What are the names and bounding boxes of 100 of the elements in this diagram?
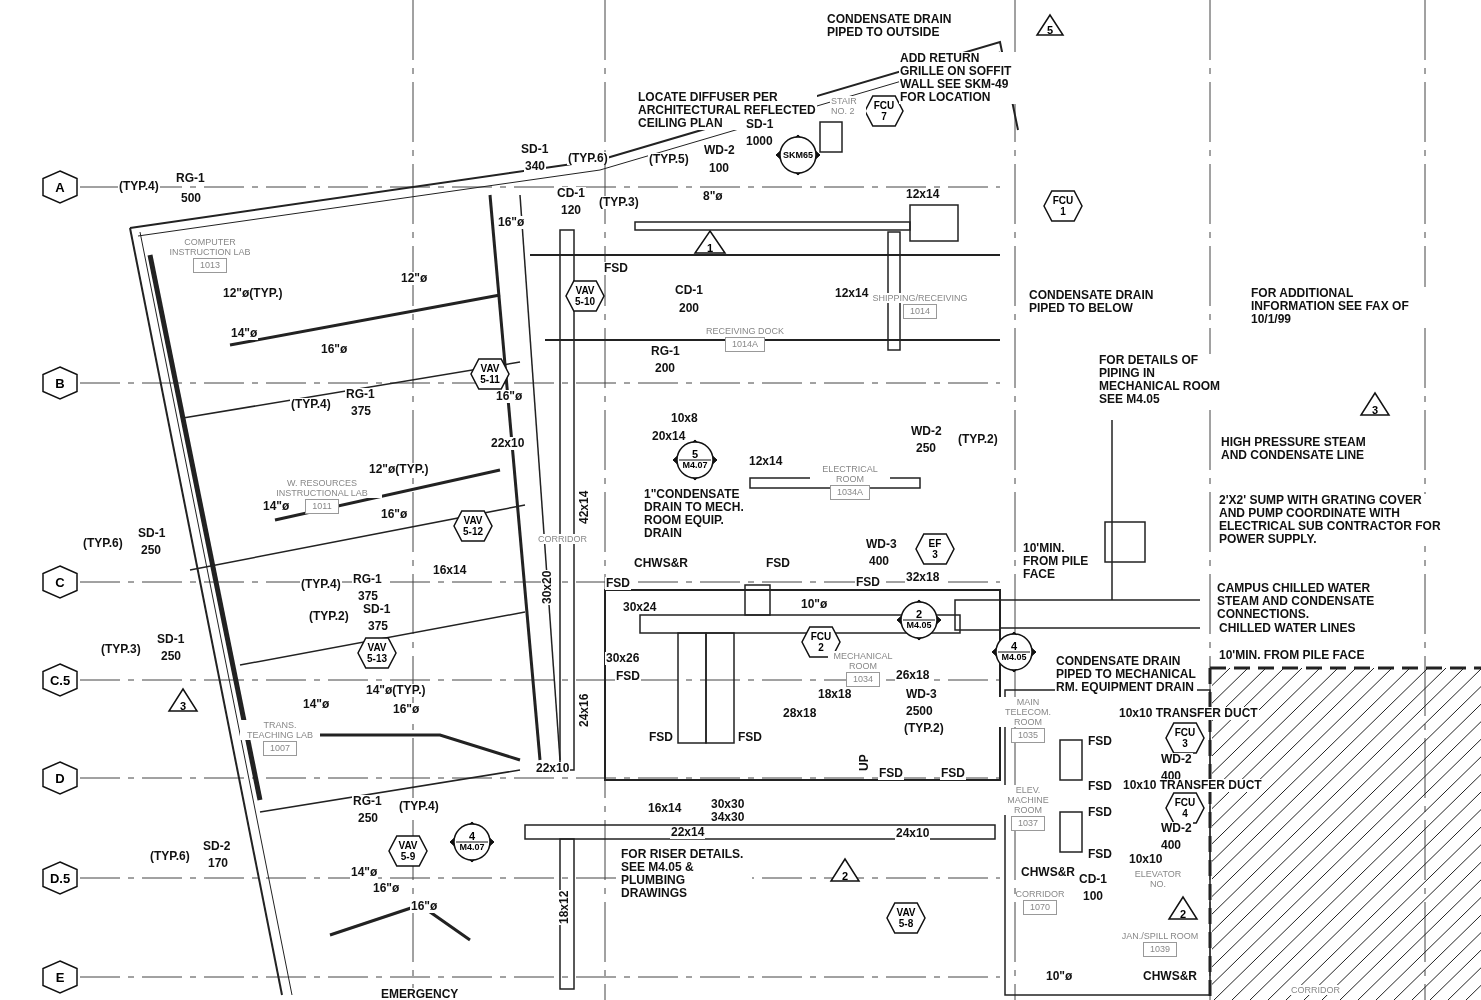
room-number: 1034A xyxy=(830,485,870,500)
tag-text: VAV xyxy=(896,907,916,918)
plan-label: FSD xyxy=(940,767,966,780)
plan-label: 42x14 xyxy=(578,489,591,525)
equipment-tag xyxy=(886,902,926,934)
room-number: 1035 xyxy=(1011,728,1045,743)
plan-label: 8"ø xyxy=(702,190,724,203)
section-text: 2 xyxy=(915,609,923,620)
grid-bubble xyxy=(42,761,78,795)
plan-label: 120 xyxy=(560,204,583,217)
tag-text: 5-9 xyxy=(400,851,416,862)
tag-text: 5-12 xyxy=(463,526,483,537)
tag-text: VAV xyxy=(398,840,418,851)
plan-label: CD-1 xyxy=(556,187,586,200)
plan-label: (TYP.4) xyxy=(118,180,160,193)
plan-label: 24x10 xyxy=(895,827,931,840)
plan-label: 18x12 xyxy=(558,889,571,925)
plan-label: 16"ø xyxy=(372,882,401,895)
tag-text: 5-11 xyxy=(480,374,500,385)
plan-label: SD-1 xyxy=(520,143,550,156)
plan-label: CD-1 xyxy=(1078,873,1108,886)
plan-label: (TYP.4) xyxy=(290,398,332,411)
plan-label: 250 xyxy=(357,812,380,825)
plan-label: SD-1 xyxy=(137,527,167,540)
plan-label: CHWS&R xyxy=(1020,866,1076,879)
plan-label: 14"ø xyxy=(350,866,379,879)
plan-label: 375 xyxy=(367,620,390,633)
plan-label: 250 xyxy=(140,544,163,557)
plan-label: FSD xyxy=(1087,848,1113,861)
plan-label: FSD xyxy=(878,767,904,780)
tag-text: 5-13 xyxy=(367,653,387,664)
tag-text: VAV xyxy=(480,363,500,374)
plan-label: 170 xyxy=(207,857,230,870)
plan-label: 16"ø xyxy=(320,343,349,356)
plan-label: 30x20 xyxy=(541,569,554,605)
room-name: TRANS. TEACHING LAB xyxy=(240,720,320,740)
plan-label: 18x18 xyxy=(817,688,853,701)
plan-label: 16x14 xyxy=(432,564,468,577)
plan-label: CHWS&R xyxy=(633,557,689,570)
plan-label: (TYP.5) xyxy=(648,153,690,166)
revision-triangle xyxy=(1360,392,1390,416)
grid-label: B xyxy=(55,376,65,390)
plan-label: 200 xyxy=(654,362,677,375)
plan-label: 10x10 TRANSFER DUCT xyxy=(1118,707,1259,720)
plan-label: WD-2 xyxy=(1160,822,1193,835)
plan-label: 500 xyxy=(180,192,203,205)
plan-label: 375 xyxy=(357,590,380,603)
tag-text: 3 xyxy=(932,549,938,560)
section-text: M4.07 xyxy=(459,842,485,853)
plan-label: CD-1 xyxy=(674,284,704,297)
plan-label: (TYP.4) xyxy=(300,578,342,591)
plan-label: FSD xyxy=(605,577,631,590)
tag-text: 5-8 xyxy=(898,918,914,929)
grid-bubble xyxy=(42,861,78,895)
plan-label: 10x8 xyxy=(670,412,699,425)
note-text: CONDENSATE DRAIN PIPED TO MECHANICAL RM. EQUIPMENT DRAIN xyxy=(1055,655,1197,694)
tag-text: VAV xyxy=(463,515,483,526)
revision-number: 2 xyxy=(841,871,849,882)
note-text: 1"CONDENSATE DRAIN TO MECH. ROOM EQUIP. DRAIN xyxy=(643,488,745,540)
equipment-tag xyxy=(1043,190,1083,222)
plan-label: 30x26 xyxy=(605,652,641,665)
plan-label: 1000 xyxy=(745,135,774,148)
section-text: 4 xyxy=(468,831,476,842)
section-text: M4.07 xyxy=(682,460,708,471)
plan-label: 14"ø xyxy=(230,327,259,340)
plan-label: EMERGENCY xyxy=(380,988,460,1000)
revision-number: 3 xyxy=(1371,405,1379,416)
plan-label: 16"ø xyxy=(497,216,526,229)
grid-bubble xyxy=(42,960,78,994)
grid-label: C xyxy=(55,575,65,589)
tag-text: VAV xyxy=(367,642,387,653)
tag-text: 7 xyxy=(881,111,887,122)
section-text: M4.05 xyxy=(906,620,932,631)
plan-label: 16"ø xyxy=(495,390,524,403)
plan-label: 10x10 TRANSFER DUCT xyxy=(1122,779,1263,792)
tag-text: FCU xyxy=(810,631,832,642)
plan-label: FSD xyxy=(737,731,763,744)
plan-label: FSD xyxy=(1087,806,1113,819)
plan-label: (TYP.2) xyxy=(308,610,350,623)
room-number: 1034 xyxy=(846,672,880,687)
revision-triangle xyxy=(830,858,860,882)
grid-bubble xyxy=(42,663,78,697)
room-number: 1070 xyxy=(1023,900,1057,915)
room-number: 1039 xyxy=(1143,942,1177,957)
plan-label: 375 xyxy=(350,405,373,418)
note-text: STAIR NO. 2 xyxy=(830,96,866,116)
grid-bubble xyxy=(42,170,78,204)
plan-label: 14"ø xyxy=(302,698,331,711)
room-number: 1014A xyxy=(725,337,765,352)
plan-label: (TYP.6) xyxy=(149,850,191,863)
section-text: M4.05 xyxy=(1001,652,1027,663)
plan-label: 16"ø xyxy=(392,703,421,716)
room-number: 1011 xyxy=(305,499,339,514)
plan-label: UP xyxy=(858,753,871,772)
room-number: 1007 xyxy=(263,741,297,756)
plan-label: 10"ø xyxy=(1045,970,1074,983)
plan-label: WD-2 xyxy=(703,144,736,157)
room-name: CORRIDOR xyxy=(537,534,588,544)
plan-label: 10x10 xyxy=(1128,853,1164,866)
tag-text: VAV xyxy=(575,285,595,296)
